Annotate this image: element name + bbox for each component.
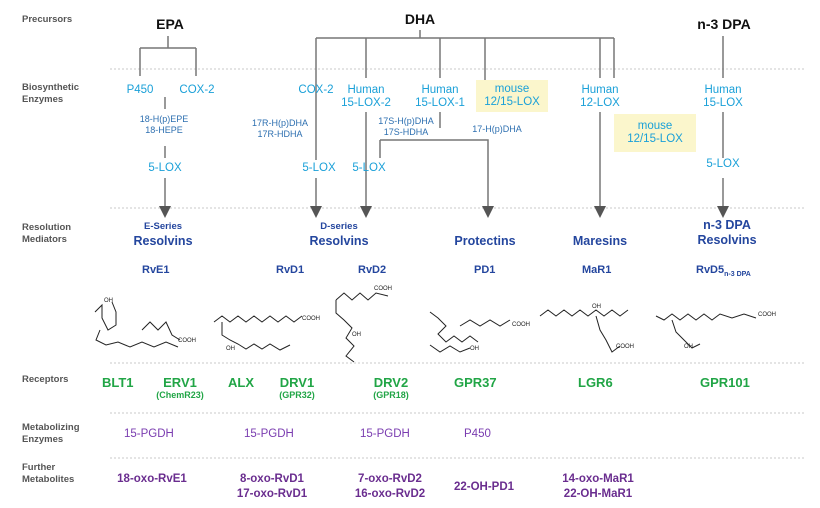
row-label-biosynthetic-enzymes: Biosynthetic Enzymes [22,82,80,105]
compound-pd1: PD1 [474,264,496,276]
label-oh: OH [684,344,693,350]
enzyme-5lox-dha-a: 5-LOX [302,162,336,174]
label-cooh: COOH [302,316,320,322]
label-cooh: COOH [374,286,392,292]
mediator-d-series: D-series Resolvins [309,221,369,248]
structure-pd1 [429,311,511,353]
label-oh: OH [226,346,235,352]
compound-rve1: RvE1 [142,264,170,276]
structure-rvd2 [335,292,389,363]
receptor-lgr6: LGR6 [578,375,613,390]
row-label-resolution-mediators: Resolution Mediators [22,222,72,245]
metabolite-18-oxo-rve1: 18-oxo-RvE1 [117,473,187,485]
label-oh: OH [104,298,113,304]
metabolizing-15pgdh-1: 15-PGDH [124,428,174,440]
receptor-alx: ALX [228,375,254,390]
receptor-drv1: DRV1 (GPR32) [279,375,315,400]
label-oh: OH [592,304,601,310]
compound-rvd1: RvD1 [276,264,305,276]
precursor-epa: EPA [156,16,184,32]
metabolizing-15pgdh-2: 15-PGDH [244,428,294,440]
compound-rvd2: RvD2 [358,264,387,276]
receptor-erv1: ERV1 (ChemR23) [156,375,204,400]
row-label-further-metabolites: Further Metabolites [22,462,75,485]
metabolizing-p450: P450 [464,428,491,440]
intermediate-17-hpdha: 17-H(p)DHA [472,124,522,134]
mediator-n3-dpa-resolvins: n-3 DPA Resolvins [697,218,757,247]
metabolite-22-oh-pd1: 22-OH-PD1 [453,481,515,493]
label-oh: OH [352,332,361,338]
structure-rvd5 [655,313,757,349]
receptor-drv2: DRV2 (GPR18) [373,375,409,400]
enzyme-5lox-dpa: 5-LOX [706,158,740,170]
receptor-gpr101: GPR101 [700,375,750,390]
enzyme-5lox-epa: 5-LOX [148,162,182,174]
label-cooh: COOH [512,322,530,328]
enzyme-cox2-dha: COX-2 [298,84,334,96]
structure-rvd1 [213,315,303,351]
receptor-gpr37: GPR37 [454,375,497,390]
enzyme-cox2-epa: COX-2 [179,84,215,96]
mediator-maresins: Maresins [572,234,628,248]
structure-rve1 [94,301,181,348]
label-cooh: COOH [758,312,776,318]
label-oh: OH [470,346,479,352]
precursor-n3-dpa: n-3 DPA [697,16,751,32]
mediator-protectins: Protectins [454,234,516,248]
structures [94,292,757,363]
compound-mar1: MaR1 [582,264,612,276]
mediator-e-series: E-Series Resolvins [133,221,193,248]
compound-rvd5: RvD5n-3 DPA [696,264,751,279]
enzyme-5lox-dha-b: 5-LOX [352,162,386,174]
row-label-precursors: Precursors [22,14,73,25]
enzyme-p450: P450 [126,84,154,96]
row-label-receptors: Receptors [22,374,69,385]
precursor-dha: DHA [404,11,436,27]
row-label-metabolizing-enzymes: Metabolizing Enzymes [22,422,80,445]
label-cooh: COOH [616,344,634,350]
receptor-blt1: BLT1 [102,375,134,390]
label-cooh: COOH [178,338,196,344]
metabolizing-15pgdh-3: 15-PGDH [360,428,410,440]
structure-mar1 [539,309,629,353]
